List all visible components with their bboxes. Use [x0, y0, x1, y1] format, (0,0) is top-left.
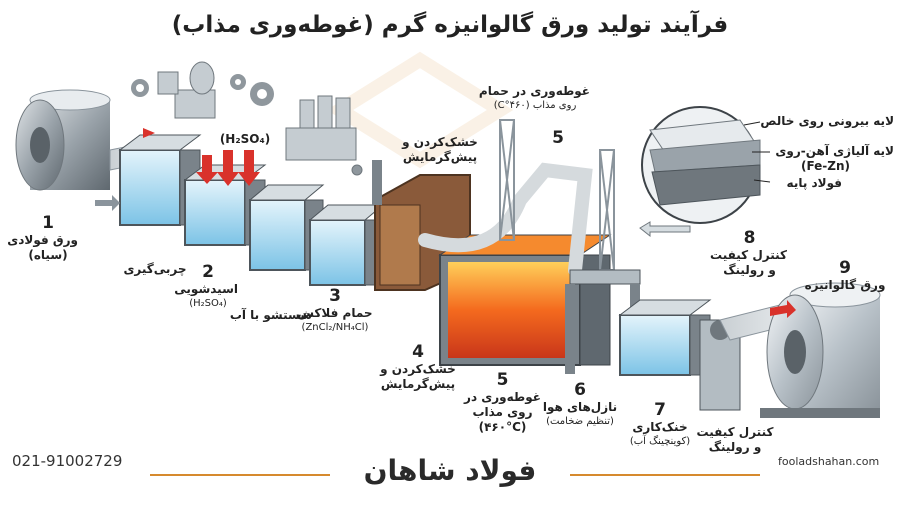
machine-icon [157, 61, 216, 119]
acid-arrow-icon [196, 150, 260, 186]
layer-base-label: فولاد پایه [786, 176, 842, 190]
step-subtitle: و رولینگ [708, 440, 762, 454]
step-subtitle: و رولینگ [723, 263, 776, 277]
watermark-logo [326, 51, 514, 169]
step-title: نازل‌های هوا [542, 400, 618, 414]
step-subtitle: (H₂SO₄) [189, 298, 227, 309]
step-number: 3 [329, 286, 341, 306]
wash-label: شستشو با آب [229, 308, 312, 322]
acid-formula-label: (H₂SO₄) [219, 132, 271, 146]
step-subtitle: (سیاه) [28, 248, 68, 262]
layer-alloy-label: لایه آلیاژی آهن-روی [775, 144, 894, 158]
step-title: اسیدشویی [174, 282, 238, 296]
molten-zinc-bath [438, 234, 612, 366]
factory-icon [285, 95, 363, 176]
cooling-tank [618, 299, 712, 376]
strip-path [418, 162, 593, 277]
step-6-label: 6 نازل‌های هوا (تنظیم ضخامت) [540, 380, 620, 428]
step-number: 5 [496, 370, 509, 390]
step-title: ورق فولادی [7, 233, 78, 247]
step-2-label: 2 اسیدشویی (H₂SO₄) [174, 262, 238, 310]
step-title: کنترل کیفیت [710, 248, 787, 262]
step-subtitle: پیش‌گرمایش [402, 150, 478, 164]
website-link[interactable]: fooladshahan.com [778, 455, 880, 468]
step-5-label: 5 غوطه‌وری در روی مذاب (۴۶۰°C) [460, 370, 545, 435]
page-title: فرآیند تولید ورق گالوانیزه گرم (غوطه‌وری… [171, 12, 729, 38]
brand-name: فولاد شاهان [363, 454, 537, 487]
step-title: خنک‌کاری [632, 420, 688, 434]
step-5-top-number: 5 [552, 128, 564, 148]
step-number: 2 [202, 262, 214, 282]
galvanized-coil [719, 282, 881, 418]
step-title: غوطه‌وری در حمام [478, 84, 590, 98]
step-subtitle: (ZnCl₂/NH₄Cl) [301, 322, 369, 333]
step-title: غوطه‌وری در [464, 390, 541, 404]
step-title: حمام فلاکس [297, 306, 373, 320]
step-3-label: 3 حمام فلاکس (ZnCl₂/NH₄Cl) [290, 286, 380, 334]
coating-cross-section [641, 106, 771, 224]
step-4-label: 4 خشک‌کردن و پیش‌گرمایش [373, 342, 463, 392]
step-subtitle: روی مذاب [472, 405, 533, 419]
footer-divider [150, 474, 330, 476]
step-8-label: 8 کنترل کیفیت و رولینگ [710, 228, 787, 278]
footer-divider [570, 474, 760, 476]
step-subtitle: (کوینچینگ آب) [629, 436, 691, 447]
step-9-label: 9 ورق گالوانیزه [800, 258, 890, 293]
step-subtitle: پیش‌گرمایش [380, 377, 456, 391]
gear-icon [131, 74, 274, 106]
step-number: 1 [42, 213, 54, 233]
layer-outer-label: لایه بیرونی روی خالص [760, 114, 894, 128]
step-5-top-label: غوطه‌وری در حمام روی مذاب (۴۶۰°C) [478, 84, 590, 112]
step-number: 7 [654, 400, 666, 420]
layer-alloy-formula: (Fe-Zn) [800, 159, 850, 173]
step-number: 9 [839, 258, 851, 278]
steel-coil [15, 89, 161, 191]
step-title: خشک‌کردن و [380, 362, 456, 376]
direction-arrow-icon [639, 221, 691, 238]
step-4-top-label: خشک‌کردن و پیش‌گرمایش [395, 135, 485, 165]
step-1-label: 1 ورق فولادی (سیاه) [7, 213, 78, 263]
process-arrow-icon [95, 195, 120, 211]
phone-number: 021-91002729 [12, 452, 123, 470]
step-title: ورق گالوانیزه [804, 278, 886, 292]
step-number: 4 [412, 342, 424, 362]
feed-arrow-icon [143, 128, 155, 138]
step-8-bottom-label: کنترل کیفیت و رولینگ [695, 425, 775, 455]
step-number: 8 [743, 228, 756, 248]
step-title: کنترل کیفیت [696, 425, 774, 439]
step-subtitle: (تنظیم ضخامت) [546, 416, 614, 427]
step-7-label: 7 خنک‌کاری (کوینچینگ آب) [620, 400, 700, 448]
flux-tank [308, 204, 385, 286]
step-temperature: (۴۶۰°C) [478, 420, 527, 434]
step-title: خشک‌کردن و [402, 135, 478, 149]
degrease-label: چربی‌گیری [123, 262, 187, 276]
step-number: 6 [574, 380, 586, 400]
step-subtitle: روی مذاب (۴۶۰°C) [493, 100, 577, 111]
